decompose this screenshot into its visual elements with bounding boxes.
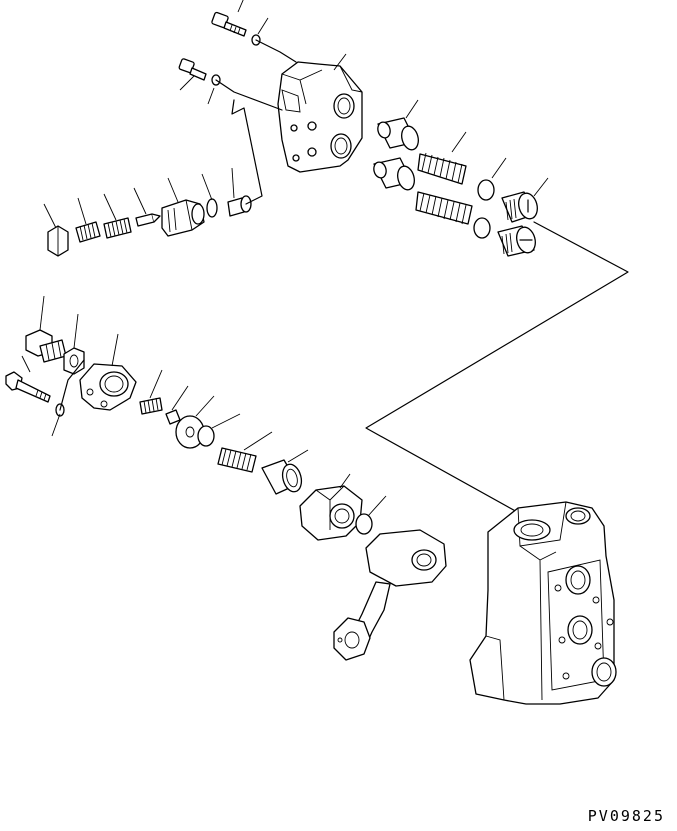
o-ring-1[interactable] — [477, 179, 495, 201]
plug-1[interactable] — [501, 191, 540, 223]
spring-large-2[interactable] — [415, 191, 473, 225]
spring-small[interactable] — [75, 221, 101, 243]
o-ring-4[interactable] — [355, 513, 373, 535]
bolt-long[interactable] — [5, 371, 51, 403]
spring-tiny[interactable] — [139, 397, 163, 415]
spool-1[interactable] — [376, 117, 421, 152]
spring-relief[interactable] — [217, 447, 257, 473]
plug-2[interactable] — [497, 225, 538, 257]
seat[interactable] — [165, 409, 181, 425]
bolt-small[interactable] — [178, 58, 207, 81]
adapter-block[interactable] — [299, 485, 363, 541]
cover-block[interactable] — [277, 61, 363, 173]
piston-small[interactable] — [227, 195, 252, 217]
fitting[interactable] — [161, 199, 205, 237]
o-ring-3[interactable] — [197, 425, 215, 447]
sleeve[interactable] — [261, 459, 304, 495]
o-ring-2[interactable] — [473, 217, 491, 239]
poppet[interactable] — [135, 213, 161, 227]
bolt-top[interactable] — [211, 11, 247, 37]
lock-nut[interactable] — [63, 347, 85, 375]
spring-large-1[interactable] — [417, 152, 467, 185]
valve-body[interactable] — [469, 501, 617, 705]
nut[interactable] — [47, 225, 69, 257]
drawing-reference-code: PV09825 — [587, 807, 665, 825]
spring-medium[interactable] — [103, 217, 132, 239]
spool-2[interactable] — [372, 157, 417, 192]
pipe-assembly[interactable] — [333, 529, 447, 661]
o-ring-small[interactable] — [206, 198, 218, 218]
flange-cover[interactable] — [79, 363, 137, 411]
plug-bolt[interactable] — [25, 329, 67, 363]
